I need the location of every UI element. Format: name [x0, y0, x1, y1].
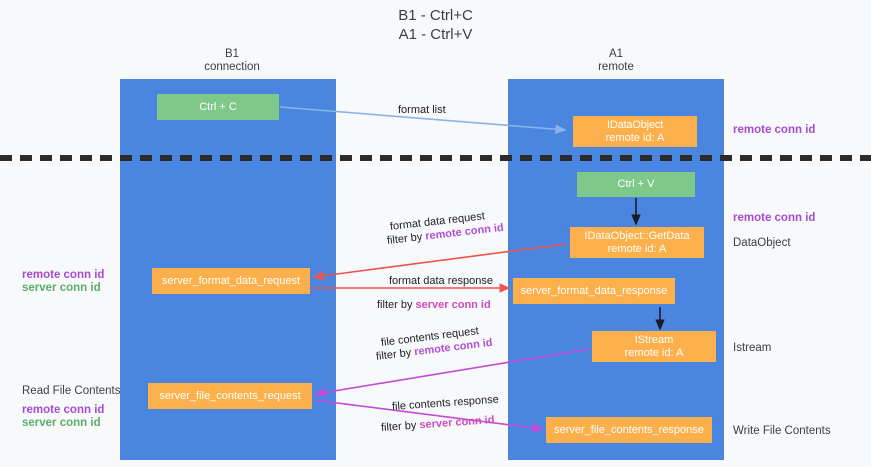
edge-label-emphasis: server conn id: [415, 299, 491, 311]
edge-label-text: file contents response: [391, 393, 500, 413]
edge-label-text: format list: [398, 104, 446, 116]
right-label-remote-conn-id-1: remote conn id: [733, 124, 816, 136]
ctrl-v-node[interactable]: Ctrl + V: [577, 172, 695, 197]
left-label-server-conn-id-1: server conn id: [22, 282, 101, 294]
edge-label-text: format data response: [389, 275, 493, 287]
edge-label-text: filter by: [386, 230, 426, 247]
right-label-remote-conn-id-2: remote conn id: [733, 212, 816, 224]
ctrl-c-node[interactable]: Ctrl + C: [157, 94, 279, 120]
edge-label-text: filter by: [377, 299, 416, 311]
edge-label-text: filter by: [375, 346, 415, 363]
edge-label-emphasis: server conn id: [419, 414, 495, 432]
right-label-istream: Istream: [733, 342, 772, 354]
server-format-data-response-node[interactable]: server_format_data_response: [513, 278, 675, 304]
node-line-2: remote id: A: [624, 346, 684, 359]
node-line-1: server_file_contents_response: [554, 423, 704, 436]
node-line-1: server_file_contents_request: [159, 389, 301, 402]
server-format-data-request-node[interactable]: server_format_data_request: [152, 268, 310, 294]
left-label-server-conn-id-2: server conn id: [22, 417, 101, 429]
node-line-1: Ctrl + V: [617, 178, 655, 190]
column-header-b1: B1 connection: [204, 48, 260, 73]
server-file-contents-response-node[interactable]: server_file_contents_response: [546, 417, 712, 443]
left-label-remote-conn-id-2: remote conn id: [22, 404, 105, 416]
left-label-remote-conn-id-1: remote conn id: [22, 269, 105, 281]
right-label-write-file-contents: Write File Contents: [733, 425, 831, 437]
edge-label-file-contents-response: file contents response: [392, 393, 500, 414]
edge-label-filter-by-server-1: filter by server conn id: [377, 298, 491, 312]
phase-divider: [0, 155, 871, 161]
node-line-1: Ctrl + C: [199, 100, 237, 113]
diagram-title: B1 - Ctrl+C A1 - Ctrl+V: [398, 7, 473, 43]
node-line-2: remote id: A: [607, 242, 667, 255]
node-line-1: server_format_data_response: [520, 284, 668, 297]
node-line-1: server_format_data_request: [161, 274, 301, 287]
node-line-1: IDataObject::GetData: [584, 229, 690, 242]
column-header-a1: A1 remote: [598, 48, 634, 73]
node-line-1: IStream: [634, 333, 674, 346]
node-line-2: remote id: A: [605, 131, 665, 144]
left-label-read-file-contents: Read File Contents: [22, 385, 121, 397]
edge-label-format-list: format list: [398, 103, 446, 117]
edge-label-text: filter by: [380, 419, 420, 434]
right-label-dataobject: DataObject: [733, 237, 791, 249]
server-file-contents-request-node[interactable]: server_file_contents_request: [148, 383, 312, 409]
edge-label-format-data-response: format data response: [389, 274, 493, 288]
edge-label-filter-by-server-2: filter by server conn id: [381, 413, 495, 435]
node-line-1: IDataObject: [607, 118, 663, 131]
